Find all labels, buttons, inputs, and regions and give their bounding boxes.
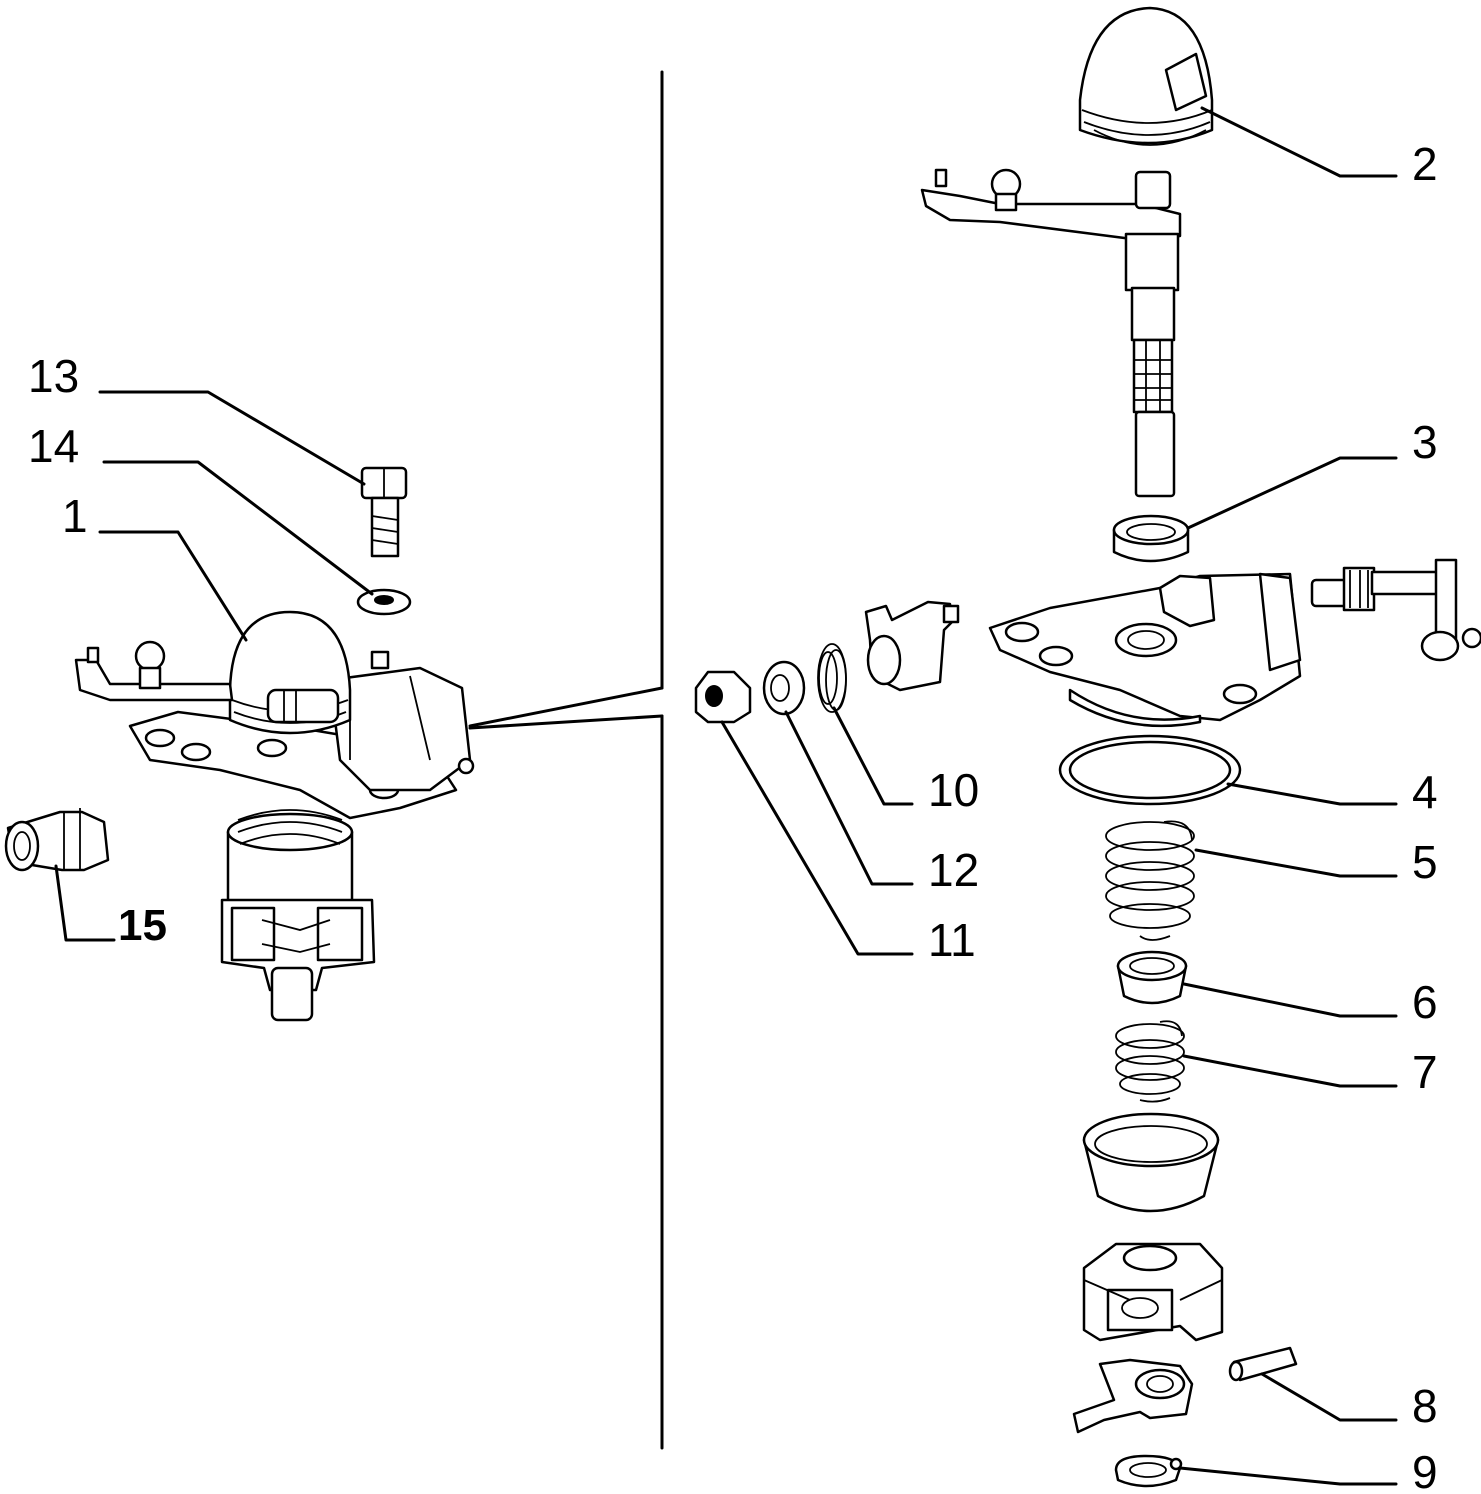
washer-part-14	[356, 588, 412, 616]
callout-11: 11	[928, 914, 976, 966]
spring-clip-part-10	[817, 643, 847, 713]
divider-bracket	[468, 70, 664, 1450]
callout-8: 8	[1412, 1380, 1438, 1432]
callout-14: 14	[28, 420, 79, 472]
callout-labels: 13 14 1 15 2 3 4 5 6 7 8 9 10 12 11	[28, 138, 1438, 1494]
boot-part-2	[1078, 6, 1214, 146]
pin-part-8	[1228, 1346, 1298, 1382]
cup	[1082, 1112, 1220, 1213]
lever-shaft	[920, 168, 1182, 498]
o-ring-part-4	[1058, 734, 1242, 806]
callout-7: 7	[1412, 1046, 1438, 1098]
callout-10: 10	[928, 764, 979, 816]
sleeve-part-6	[1116, 950, 1188, 1005]
callout-6: 6	[1412, 976, 1438, 1028]
callout-5: 5	[1412, 836, 1438, 888]
washer-part-12	[762, 660, 806, 716]
plug-part-15	[4, 808, 110, 872]
housing-plate	[988, 572, 1302, 728]
callout-1: 1	[62, 490, 88, 542]
callout-12: 12	[928, 844, 979, 896]
seal-part-3	[1112, 514, 1190, 563]
callout-15: 15	[118, 901, 167, 950]
callout-2: 2	[1412, 138, 1438, 190]
callout-4: 4	[1412, 766, 1438, 818]
assembled-housing	[74, 610, 475, 1022]
selector-block	[1082, 1242, 1224, 1342]
nut-part-11	[694, 670, 752, 724]
circlip-part-9	[1114, 1454, 1183, 1488]
bolt-part-13	[360, 466, 408, 558]
callout-9: 9	[1412, 1446, 1438, 1494]
spring-part-5	[1105, 820, 1195, 941]
spring-part-7	[1115, 1020, 1185, 1103]
callout-13: 13	[28, 350, 79, 402]
callout-3: 3	[1412, 416, 1438, 468]
fork	[1072, 1358, 1194, 1434]
leader-lines	[54, 106, 1398, 1486]
side-shaft	[1310, 558, 1481, 662]
selector-lever	[864, 600, 960, 692]
